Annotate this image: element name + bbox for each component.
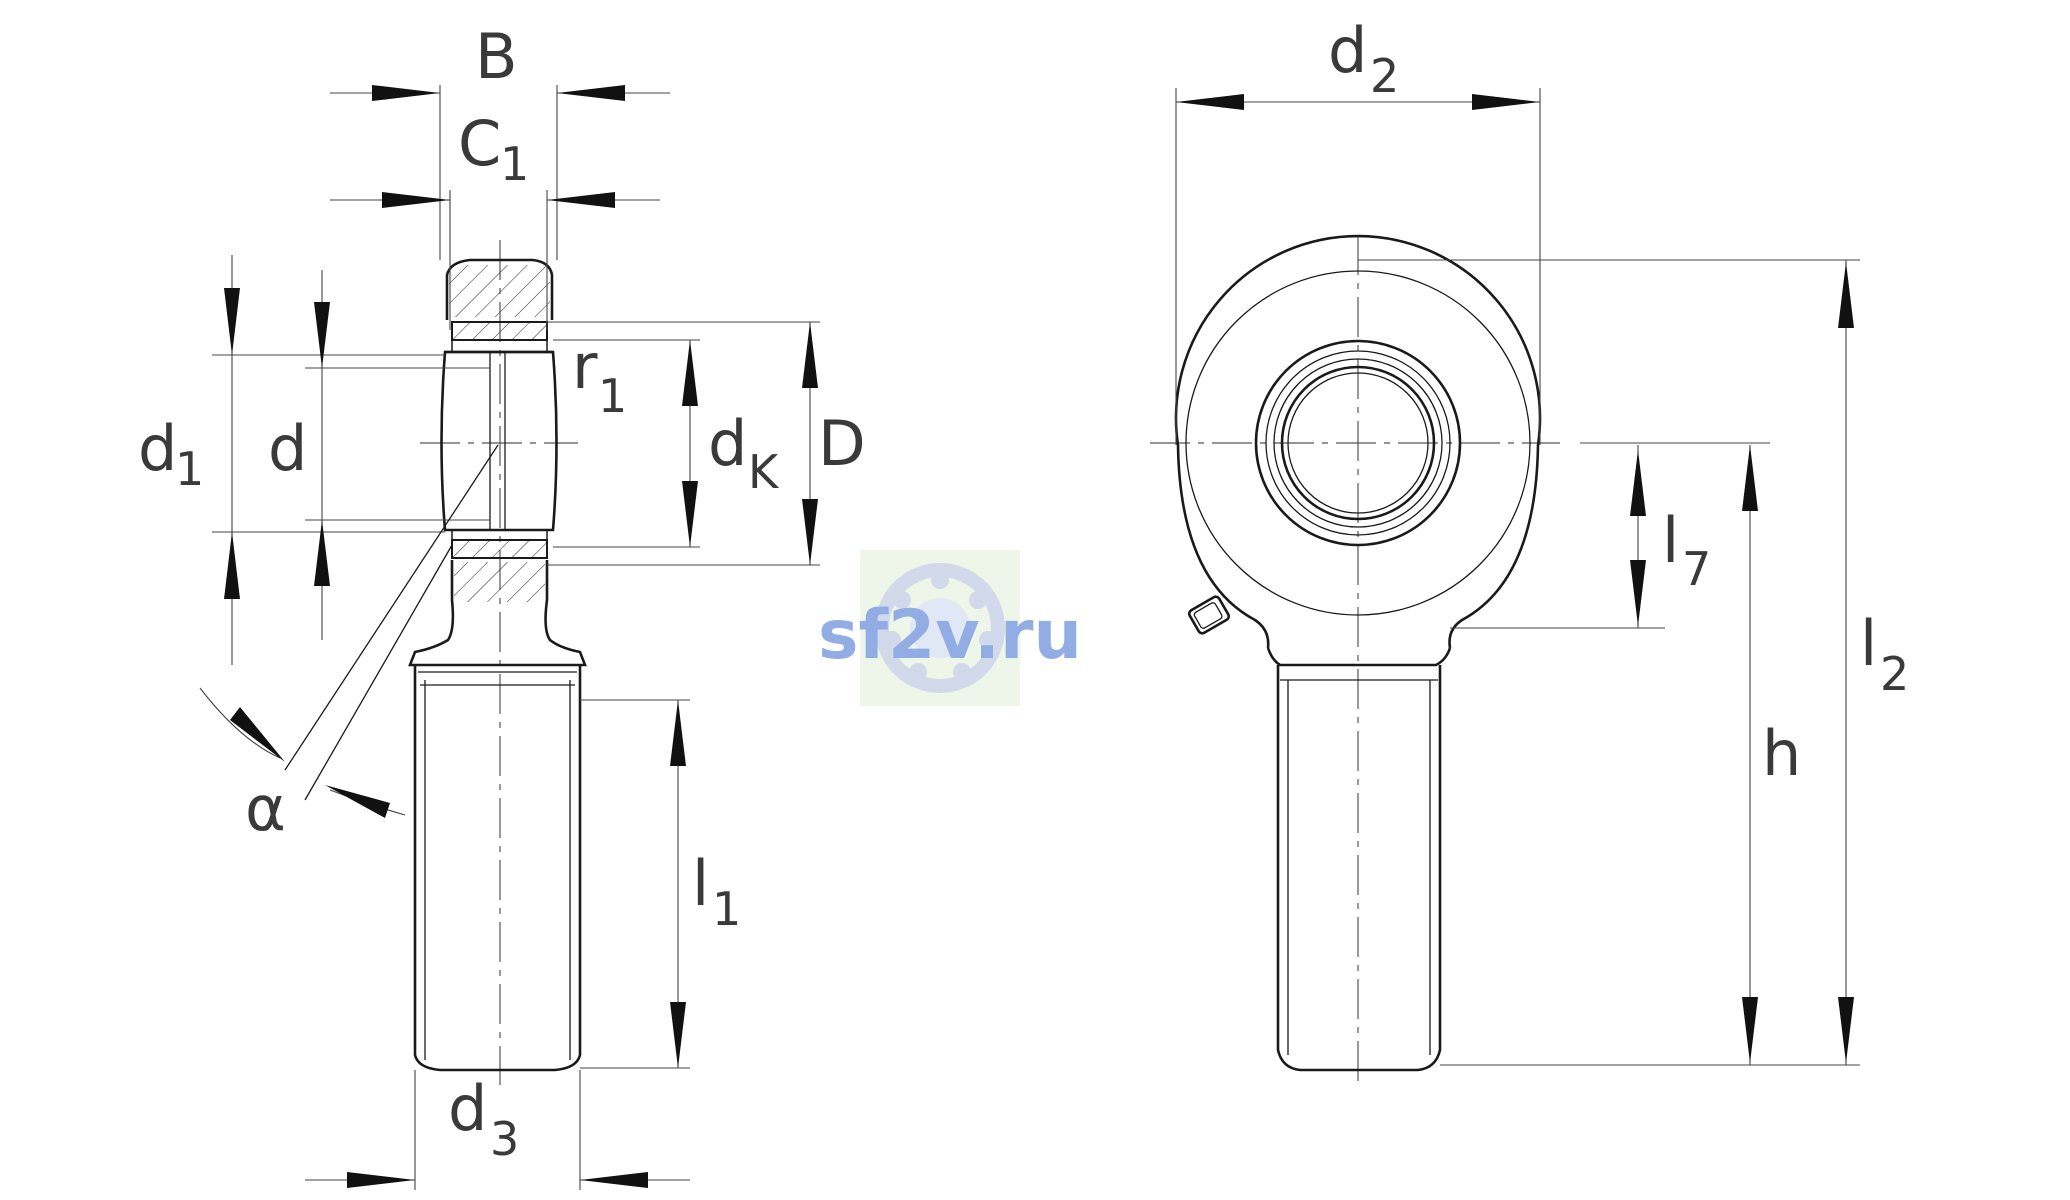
watermark: sf2v.ru — [818, 550, 1082, 706]
sphere-circle-1 — [1265, 350, 1451, 536]
d-arrow-bottom — [314, 520, 330, 586]
label-l1-sub: 1 — [712, 882, 741, 936]
d1-arrow-top — [224, 288, 240, 355]
front-view: d 2 l 2 h l 7 — [1150, 14, 1909, 1085]
d2-arrow-left — [1176, 94, 1244, 110]
d3-arrow-left — [347, 1172, 415, 1188]
c1-arrow-right — [547, 192, 615, 208]
outer-ring-circle — [1254, 339, 1462, 547]
bore-circle — [1280, 365, 1436, 521]
side-section-view: B C 1 d 1 d r 1 d K — [138, 20, 866, 1190]
label-dk-sub: K — [748, 445, 780, 499]
label-d3: d — [448, 1072, 487, 1145]
label-b: B — [475, 20, 518, 93]
label-c1: C — [458, 107, 501, 180]
d1-arrow-bottom — [224, 532, 240, 599]
eye-outer-contour — [1174, 234, 1542, 649]
alpha-arc-left — [199, 687, 281, 759]
label-l2: l — [1860, 607, 1877, 680]
label-d1: d — [138, 412, 177, 485]
D-arrow-bottom — [802, 499, 818, 565]
label-l1: l — [692, 847, 709, 920]
label-h: h — [1762, 717, 1801, 790]
l2-arrow-bottom — [1838, 997, 1854, 1063]
alpha-line-2 — [304, 544, 453, 801]
alpha-arrow-right — [325, 785, 390, 818]
alpha-arrow-left — [230, 707, 285, 762]
front-neck — [1266, 647, 1452, 667]
front-shank — [1276, 665, 1442, 1072]
bearing-logo-icon — [875, 563, 1005, 693]
ring-gap-top — [451, 339, 548, 353]
watermark-text: sf2v.ru — [818, 596, 1082, 675]
l1-arrow-bottom — [670, 1002, 686, 1068]
D-arrow-top — [802, 322, 818, 388]
l2-arrow-top — [1838, 262, 1854, 328]
bore-inner-circle — [1287, 372, 1429, 514]
l1-arrow-top — [670, 700, 686, 766]
housing-bottom-hatch — [454, 562, 545, 602]
label-c1-sub: 1 — [500, 137, 529, 191]
ring-gap-bottom — [451, 529, 548, 541]
housing-top-hatch — [449, 265, 550, 317]
b-arrow-right — [557, 85, 625, 101]
label-D: D — [818, 407, 866, 480]
d2-arrow-right — [1472, 94, 1540, 110]
outer-ring-top — [451, 321, 548, 341]
l7-arrow-top — [1630, 450, 1646, 516]
label-l2-sub: 2 — [1880, 647, 1909, 701]
label-d1-sub: 1 — [175, 442, 204, 496]
l7-arrow-bottom — [1630, 560, 1646, 626]
label-r1: r — [572, 330, 598, 403]
c1-arrow-left — [382, 192, 450, 208]
dk-arrow-bottom — [682, 481, 698, 547]
d3-arrow-right — [580, 1172, 648, 1188]
label-dk: d — [708, 407, 747, 480]
label-l7-sub: 7 — [1682, 542, 1711, 596]
eye-inner-contour — [1185, 270, 1531, 616]
h-arrow-top — [1742, 445, 1758, 511]
label-l7: l — [1662, 504, 1679, 577]
label-d2: d — [1328, 14, 1367, 87]
alpha-line-1 — [284, 444, 499, 771]
label-alpha: α — [245, 772, 286, 845]
housing-neck — [408, 560, 587, 667]
label-d2-sub: 2 — [1370, 49, 1399, 103]
sphere-circle-2 — [1273, 358, 1443, 528]
h-arrow-bottom — [1742, 997, 1758, 1063]
grease-nipple — [1187, 595, 1231, 635]
label-d3-sub: 3 — [490, 1112, 519, 1166]
d-arrow-top — [314, 302, 330, 368]
dk-arrow-top — [682, 340, 698, 406]
b-arrow-left — [372, 85, 440, 101]
label-r1-sub: 1 — [598, 369, 627, 423]
outer-ring-bottom — [451, 539, 548, 559]
label-d: d — [268, 412, 307, 485]
inner-ring-outline — [440, 350, 558, 532]
threaded-shank — [413, 665, 582, 1072]
